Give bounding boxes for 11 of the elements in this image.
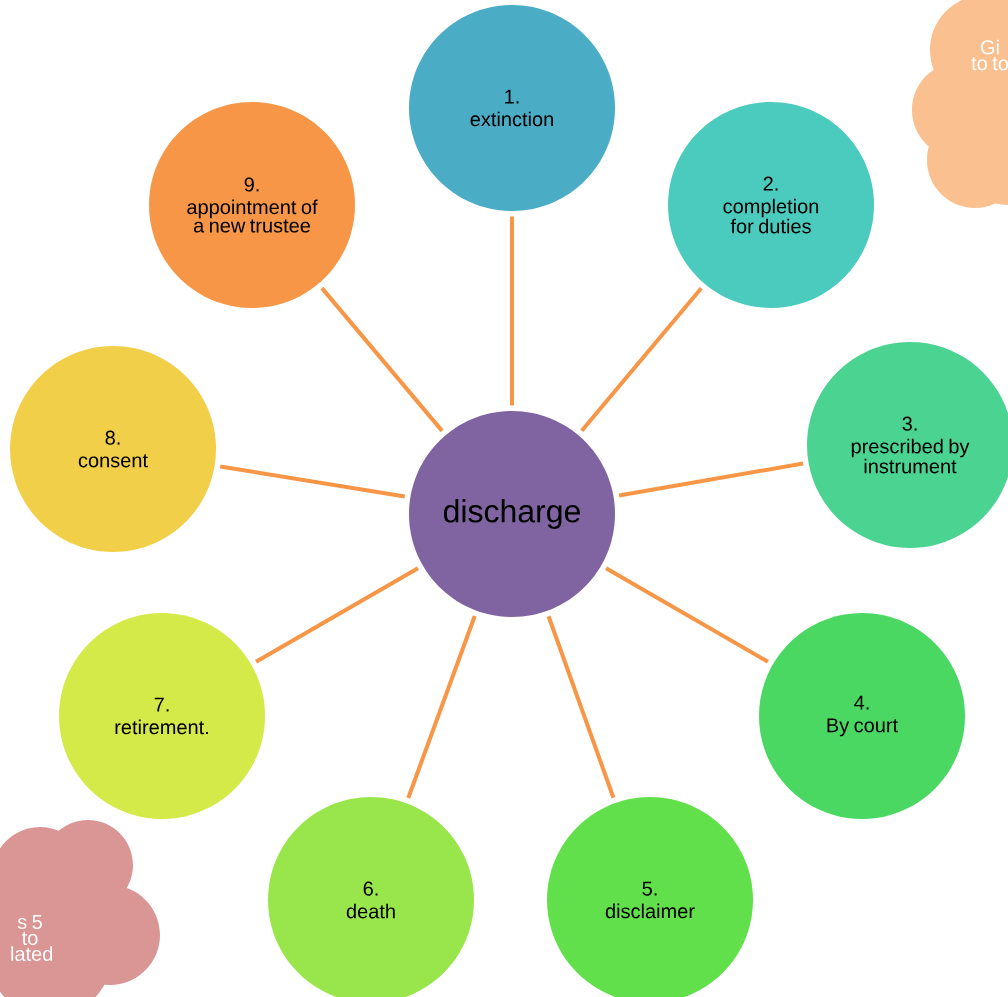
connector-line xyxy=(546,615,616,799)
connector-line xyxy=(580,286,703,433)
connector-line xyxy=(618,461,804,498)
cloud: s 5 to lated xyxy=(0,820,160,997)
cloud: Gi to to xyxy=(912,0,1008,208)
connector-line xyxy=(406,615,477,799)
connector-line xyxy=(605,566,769,664)
connector-line xyxy=(320,286,444,433)
connector-line xyxy=(219,464,406,499)
connector-line xyxy=(510,216,514,406)
connector-line xyxy=(255,566,419,664)
